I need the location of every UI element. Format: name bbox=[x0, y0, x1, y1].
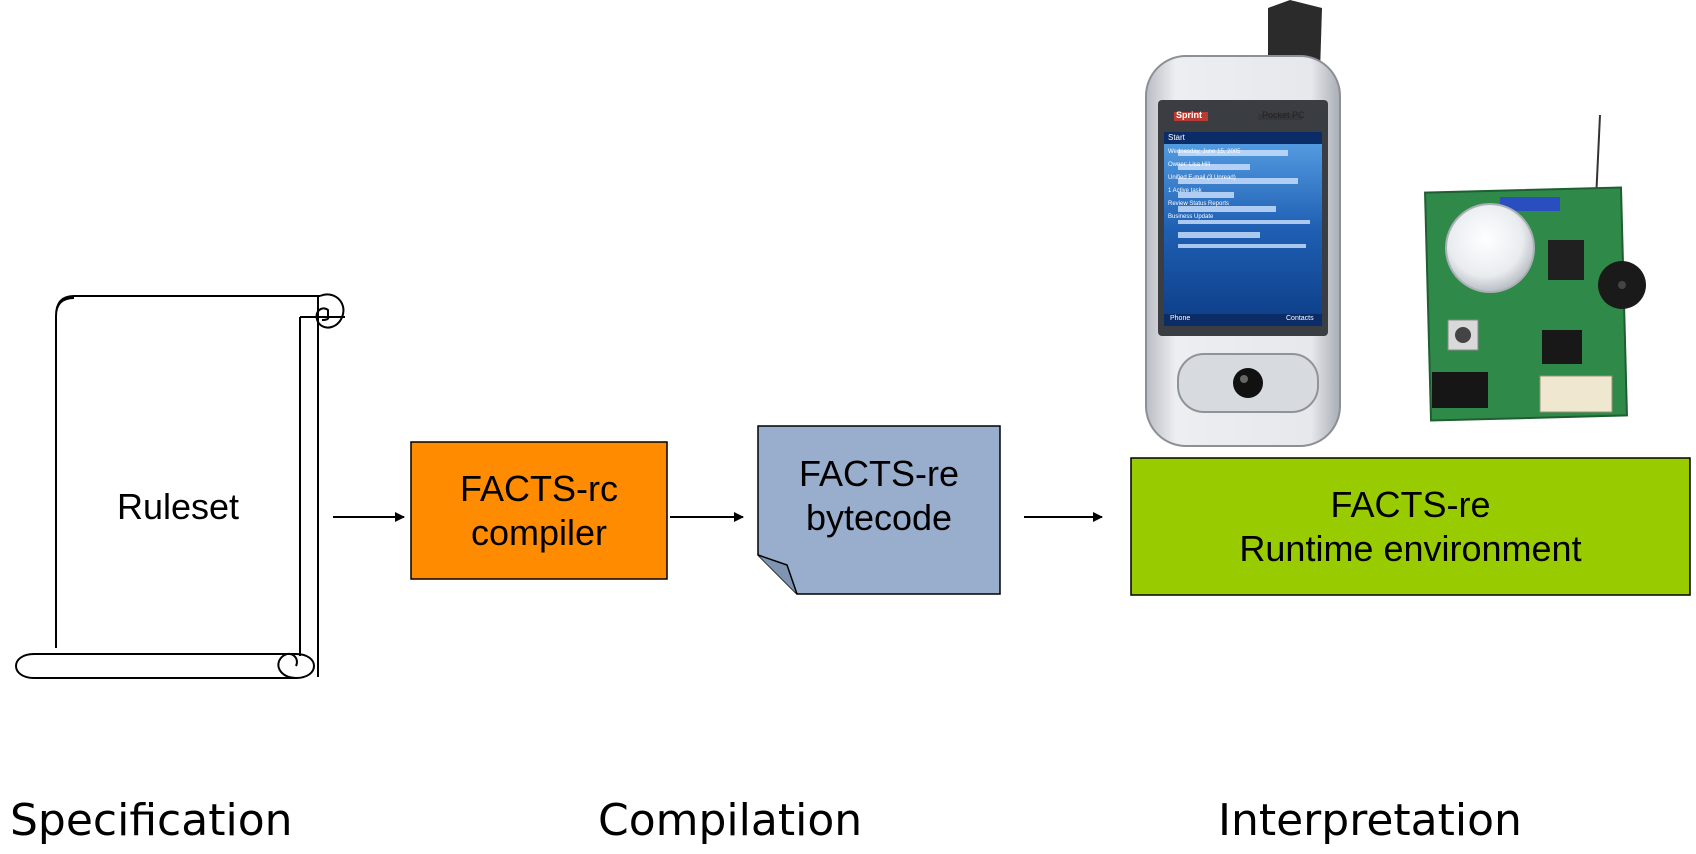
bytecode-line2: bytecode bbox=[805, 497, 953, 538]
phone-softkey-right: Contacts bbox=[1286, 315, 1314, 322]
ruleset-label-box: Ruleset bbox=[56, 452, 300, 562]
compiler-box bbox=[410, 441, 668, 580]
runtime-line2: Runtime environment bbox=[1239, 527, 1582, 569]
stage-interpretation: Interpretation bbox=[1218, 795, 1522, 846]
stage-specification: Specification bbox=[10, 795, 293, 846]
bytecode-fold bbox=[757, 554, 798, 595]
pda-phone-image bbox=[1145, 0, 1341, 447]
bytecode-line1: FACTS-re bbox=[798, 453, 959, 495]
compiler-label: FACTS-rc compiler bbox=[411, 442, 667, 579]
ruleset-label: Ruleset bbox=[116, 486, 240, 528]
phone-today-item: Owner: Lisa Hill bbox=[1168, 162, 1211, 168]
phone-today-item: 1 Active task bbox=[1168, 188, 1202, 194]
runtime-line1: FACTS-re bbox=[1330, 483, 1491, 525]
phone-os-label: Pocket PC bbox=[1262, 110, 1305, 120]
phone-today-item: Business Update bbox=[1168, 214, 1214, 220]
phone-today-item: Unified E-mail (3 Unread) bbox=[1168, 175, 1236, 181]
ruleset-scroll bbox=[15, 293, 345, 679]
bytecode-label: FACTS-re bytecode bbox=[758, 426, 1000, 566]
bytecode-document bbox=[757, 425, 1001, 595]
phone-softkey-left: Phone bbox=[1170, 315, 1191, 322]
phone-taskbar-start: Start bbox=[1168, 133, 1185, 142]
sensor-board-image bbox=[1424, 114, 1646, 422]
phone-today-item: Review Status Reports bbox=[1168, 201, 1230, 207]
compiler-line2: compiler bbox=[470, 511, 608, 553]
phone-today-items: Wednesday, June 15, 2005 Owner: Lisa Hil… bbox=[1168, 146, 1318, 224]
phone-today-item: Wednesday, June 15, 2005 bbox=[1168, 149, 1241, 155]
stage-compilation: Compilation bbox=[598, 795, 863, 846]
runtime-box bbox=[1130, 457, 1691, 596]
compiler-line1: FACTS-rc bbox=[460, 467, 618, 509]
runtime-label: FACTS-re Runtime environment bbox=[1131, 458, 1690, 595]
phone-brand: Sprint bbox=[1176, 110, 1202, 120]
